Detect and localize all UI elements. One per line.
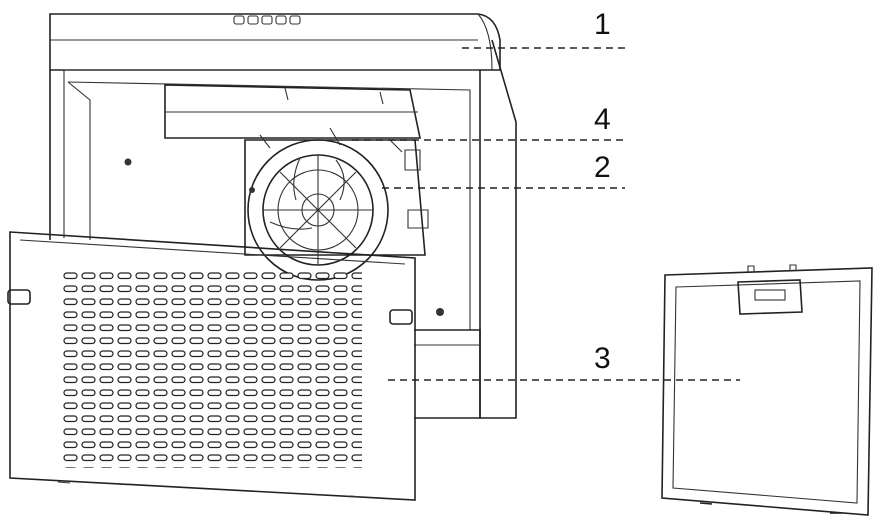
filter-handle: [737, 279, 803, 315]
grille-slots: [62, 268, 362, 468]
callout-3: 3: [594, 342, 611, 375]
callout-1: 1: [594, 8, 611, 41]
control-buttons: [233, 15, 301, 25]
left-clip: [7, 289, 31, 305]
spare-aluminium-filter: [661, 264, 873, 516]
fan-motor-assembly: [244, 127, 429, 281]
mount-hole: [124, 158, 132, 166]
mount-hole: [436, 308, 444, 316]
callout-2: 2: [594, 151, 611, 184]
front-grille-panel: [7, 231, 416, 501]
hood-body: [49, 13, 517, 419]
callout-4: 4: [594, 103, 611, 136]
right-clip: [389, 309, 413, 325]
